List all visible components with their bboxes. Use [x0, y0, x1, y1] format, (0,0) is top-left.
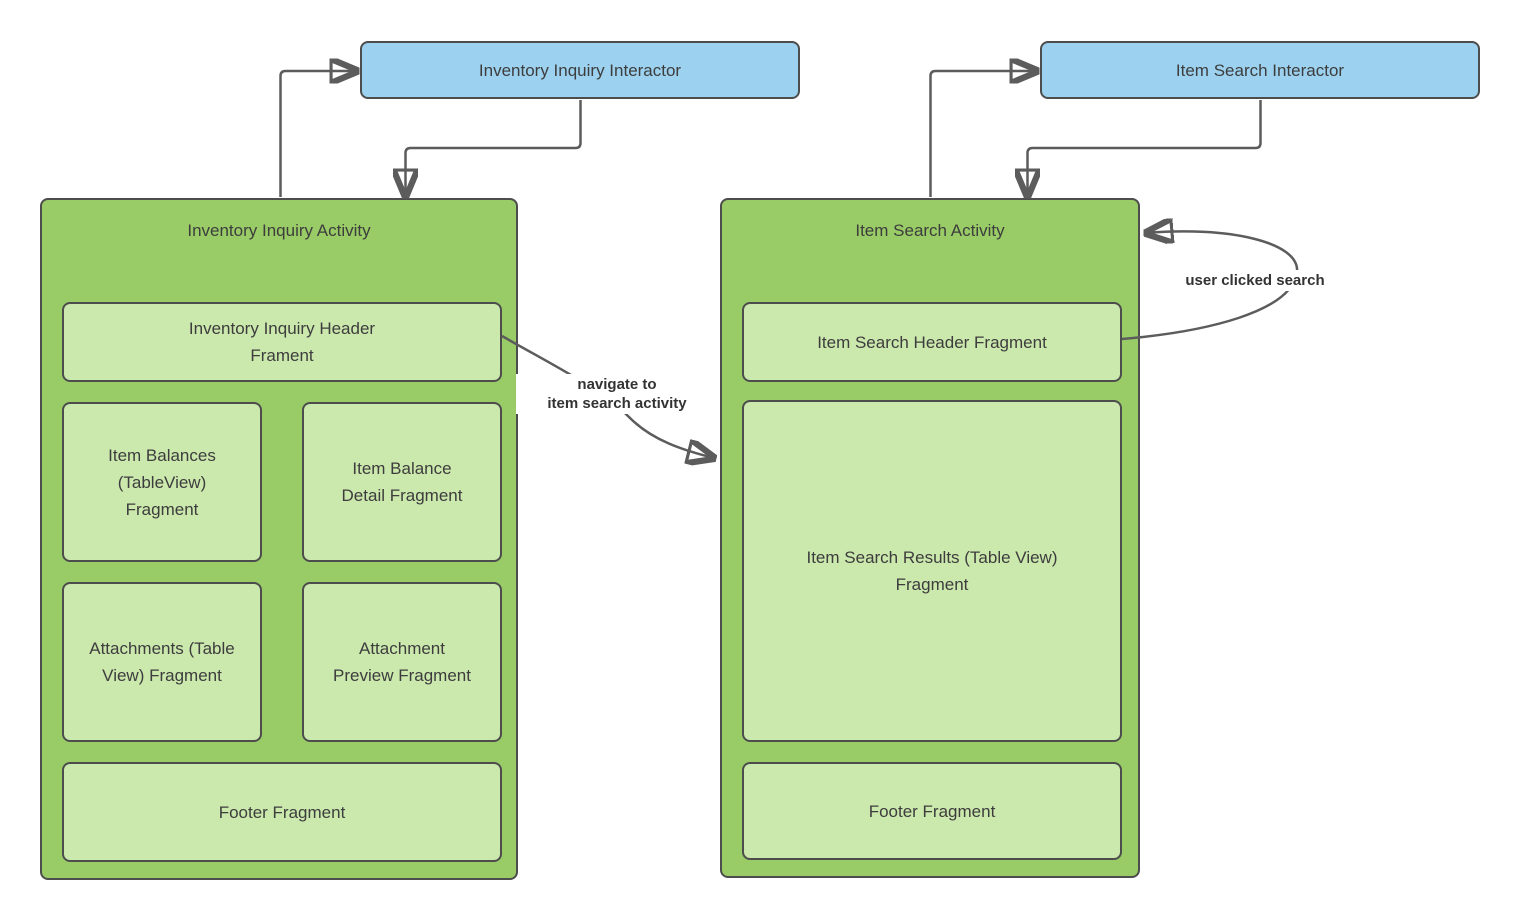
- activity-title-inventory-inquiry: Inventory Inquiry Activity: [187, 221, 371, 240]
- fragment-node-inventory-inquiry-header: Inventory Inquiry Header Frament: [62, 302, 502, 382]
- fragment-node-inventory-footer: Footer Fragment: [62, 762, 502, 862]
- fragment-node-search-footer: Footer Fragment: [742, 762, 1122, 860]
- fragment-label-search-footer: Footer Fragment: [868, 801, 996, 821]
- interactor-node-item-search: Item Search Interactor: [1040, 41, 1480, 99]
- fragment-label-attachments: Attachments (Table View) Fragment: [89, 639, 235, 685]
- fragment-label-inventory-footer: Footer Fragment: [218, 802, 346, 822]
- fragment-label-item-search-header: Item Search Header Fragment: [817, 332, 1047, 352]
- edge-label-navigate: navigate to item search activity: [516, 374, 718, 414]
- activity-node-item-search: Item Search Activity Item Search Header …: [720, 198, 1140, 878]
- edge-label-navigate-line1: navigate to: [577, 376, 657, 393]
- fragment-node-item-search-header: Item Search Header Fragment: [742, 302, 1122, 382]
- fragment-node-attachment-preview: Attachment Preview Fragment: [302, 582, 502, 742]
- fragment-label-item-balances: Item Balances (TableView) Fragment: [108, 445, 216, 519]
- connector-inventory-interactor-to-activity: [406, 100, 582, 196]
- fragment-label-attachment-preview: Attachment Preview Fragment: [333, 639, 471, 685]
- activity-title-item-search: Item Search Activity: [855, 221, 1005, 240]
- connector-search-interactor-to-activity: [1028, 100, 1262, 196]
- connector-search-activity-to-interactor: [929, 71, 1038, 197]
- fragment-node-item-balance-detail: Item Balance Detail Fragment: [302, 402, 502, 562]
- fragment-label-inventory-inquiry-header: Inventory Inquiry Header Frament: [188, 319, 376, 365]
- fragment-label-item-balance-detail: Item Balance Detail Fragment: [341, 459, 463, 505]
- edge-label-navigate-line2: item search activity: [547, 395, 687, 412]
- connector-inventory-activity-to-interactor: [279, 71, 358, 197]
- fragment-label-item-search-results: Item Search Results (Table View) Fragmen…: [806, 548, 1058, 594]
- fragment-node-item-search-results: Item Search Results (Table View) Fragmen…: [742, 400, 1122, 742]
- interactor-node-inventory-inquiry: Inventory Inquiry Interactor: [360, 41, 800, 99]
- fragment-node-item-balances: Item Balances (TableView) Fragment: [62, 402, 262, 562]
- edge-label-user-clicked-search: user clicked search: [1164, 270, 1346, 291]
- fragment-node-attachments: Attachments (Table View) Fragment: [62, 582, 262, 742]
- interactor-label-item-search: Item Search Interactor: [1175, 60, 1345, 80]
- interactor-label-inventory-inquiry: Inventory Inquiry Interactor: [478, 60, 682, 80]
- activity-node-inventory-inquiry: Inventory Inquiry Activity Inventory Inq…: [40, 198, 518, 880]
